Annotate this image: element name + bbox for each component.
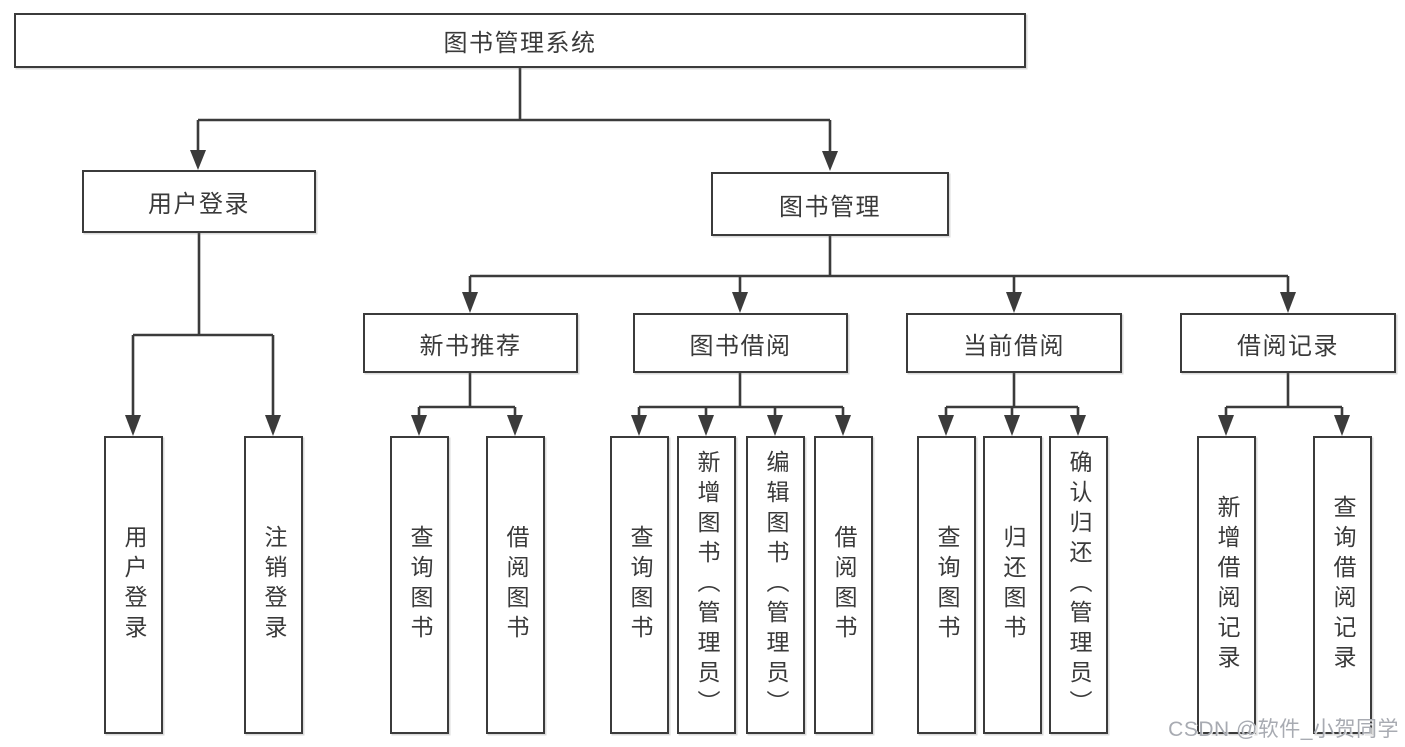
node-borrow-records: 借阅记录: [1180, 313, 1396, 373]
leaf-add-books-admin: 新增图书（管理员）: [677, 436, 736, 734]
leaf-borrow-books-label: 借阅图书: [831, 525, 857, 645]
connector-new-book-children: [411, 373, 523, 436]
node-current-borrow: 当前借阅: [906, 313, 1122, 373]
connector-book-management-groups: [462, 236, 1296, 313]
leaf-user-login: 用户登录: [104, 436, 163, 734]
leaf-query-borrow-record: 查询借阅记录: [1313, 436, 1372, 734]
leaf-edit-books-admin: 编辑图书（管理员）: [746, 436, 805, 734]
connector-book-borrow-children: [631, 373, 851, 436]
leaf-query-books-borrow: 查询图书: [610, 436, 669, 734]
connector-root-to-branches: [190, 68, 838, 171]
leaf-query-books-recommend: 查询图书: [390, 436, 449, 734]
leaf-confirm-return-admin-label: 确认归还（管理员）: [1066, 450, 1092, 720]
node-book-borrow: 图书借阅: [633, 313, 848, 373]
leaf-add-borrow-record-label: 新增借阅记录: [1214, 495, 1240, 675]
node-new-book-recommend-label: 新书推荐: [419, 332, 522, 360]
csdn-watermark: CSDN @软件_小贺同学: [1168, 718, 1399, 741]
leaf-query-books-current: 查询图书: [917, 436, 976, 734]
leaf-add-borrow-record: 新增借阅记录: [1197, 436, 1256, 734]
node-root-label: 图书管理系统: [443, 30, 597, 57]
node-user-login-label: 用户登录: [148, 191, 250, 218]
leaf-borrow-books-recommend-label: 借阅图书: [503, 525, 529, 645]
leaf-return-books-label: 归还图书: [1000, 525, 1026, 645]
node-user-login: 用户登录: [82, 170, 316, 233]
node-borrow-records-label: 借阅记录: [1237, 332, 1339, 360]
leaf-query-books-current-label: 查询图书: [934, 525, 960, 645]
node-root: 图书管理系统: [14, 13, 1026, 68]
connector-borrow-record-children: [1218, 373, 1350, 436]
leaf-logout: 注销登录: [244, 436, 303, 734]
node-book-management: 图书管理: [711, 172, 949, 236]
node-current-borrow-label: 当前借阅: [963, 332, 1065, 360]
leaf-logout-label: 注销登录: [261, 525, 287, 645]
leaf-query-books-recommend-label: 查询图书: [407, 525, 433, 645]
leaf-borrow-books: 借阅图书: [814, 436, 873, 734]
leaf-edit-books-admin-label: 编辑图书（管理员）: [763, 450, 789, 720]
leaf-return-books: 归还图书: [983, 436, 1042, 734]
leaf-query-borrow-record-label: 查询借阅记录: [1330, 495, 1356, 675]
node-new-book-recommend: 新书推荐: [363, 313, 578, 373]
leaf-add-books-admin-label: 新增图书（管理员）: [694, 450, 720, 720]
leaf-query-books-borrow-label: 查询图书: [627, 525, 653, 645]
leaf-borrow-books-recommend: 借阅图书: [486, 436, 545, 734]
connector-user-login-children: [125, 233, 281, 436]
connector-current-borrow-children: [938, 373, 1086, 436]
node-book-borrow-label: 图书借阅: [689, 332, 792, 360]
node-book-management-label: 图书管理: [779, 193, 881, 221]
leaf-confirm-return-admin: 确认归还（管理员）: [1049, 436, 1108, 734]
leaf-user-login-label: 用户登录: [121, 525, 147, 645]
